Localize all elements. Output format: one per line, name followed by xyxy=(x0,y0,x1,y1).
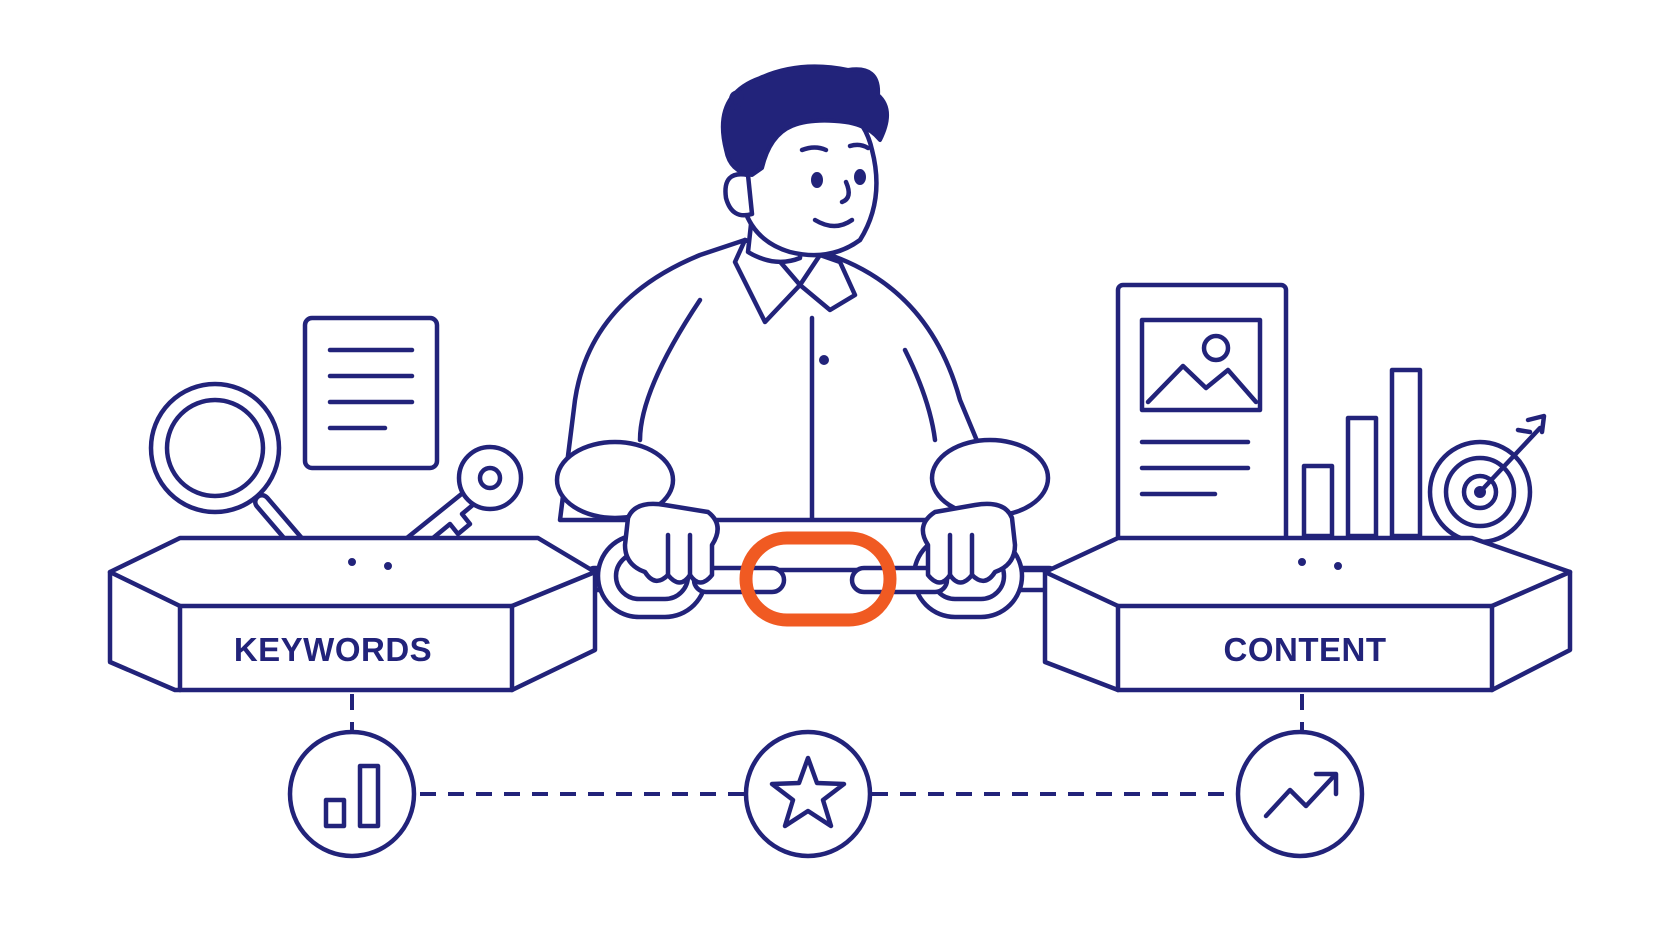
highlighted-chain-link xyxy=(739,531,897,627)
hands xyxy=(622,501,1018,585)
bottom-icon-row xyxy=(287,694,1365,859)
right-eye xyxy=(854,169,866,185)
person-illustration xyxy=(554,64,1051,523)
right-icon-group xyxy=(1115,282,1547,548)
document-icon xyxy=(302,315,440,471)
content-label: CONTENT xyxy=(1224,631,1387,668)
bar-chart-icon xyxy=(287,729,417,859)
content-block: CONTENT xyxy=(1042,535,1573,693)
left-eye xyxy=(811,172,823,188)
ear xyxy=(723,172,755,218)
trend-up-icon xyxy=(1235,729,1365,859)
smile xyxy=(812,217,855,229)
article-page-icon xyxy=(1115,282,1289,548)
bar-chart-icon xyxy=(1301,367,1423,539)
star-icon xyxy=(743,729,873,859)
left-hand xyxy=(622,501,720,585)
right-hand xyxy=(920,501,1018,585)
magnifying-glass-icon xyxy=(148,381,307,553)
left-sleeve-cuff xyxy=(554,439,676,521)
left-icon-group xyxy=(148,315,524,565)
keywords-label: KEYWORDS xyxy=(234,631,432,668)
keywords-block: KEYWORDS xyxy=(107,535,598,693)
target-arrow-icon xyxy=(1427,413,1547,545)
shirt-collar-right xyxy=(797,252,858,313)
hair xyxy=(720,64,889,177)
